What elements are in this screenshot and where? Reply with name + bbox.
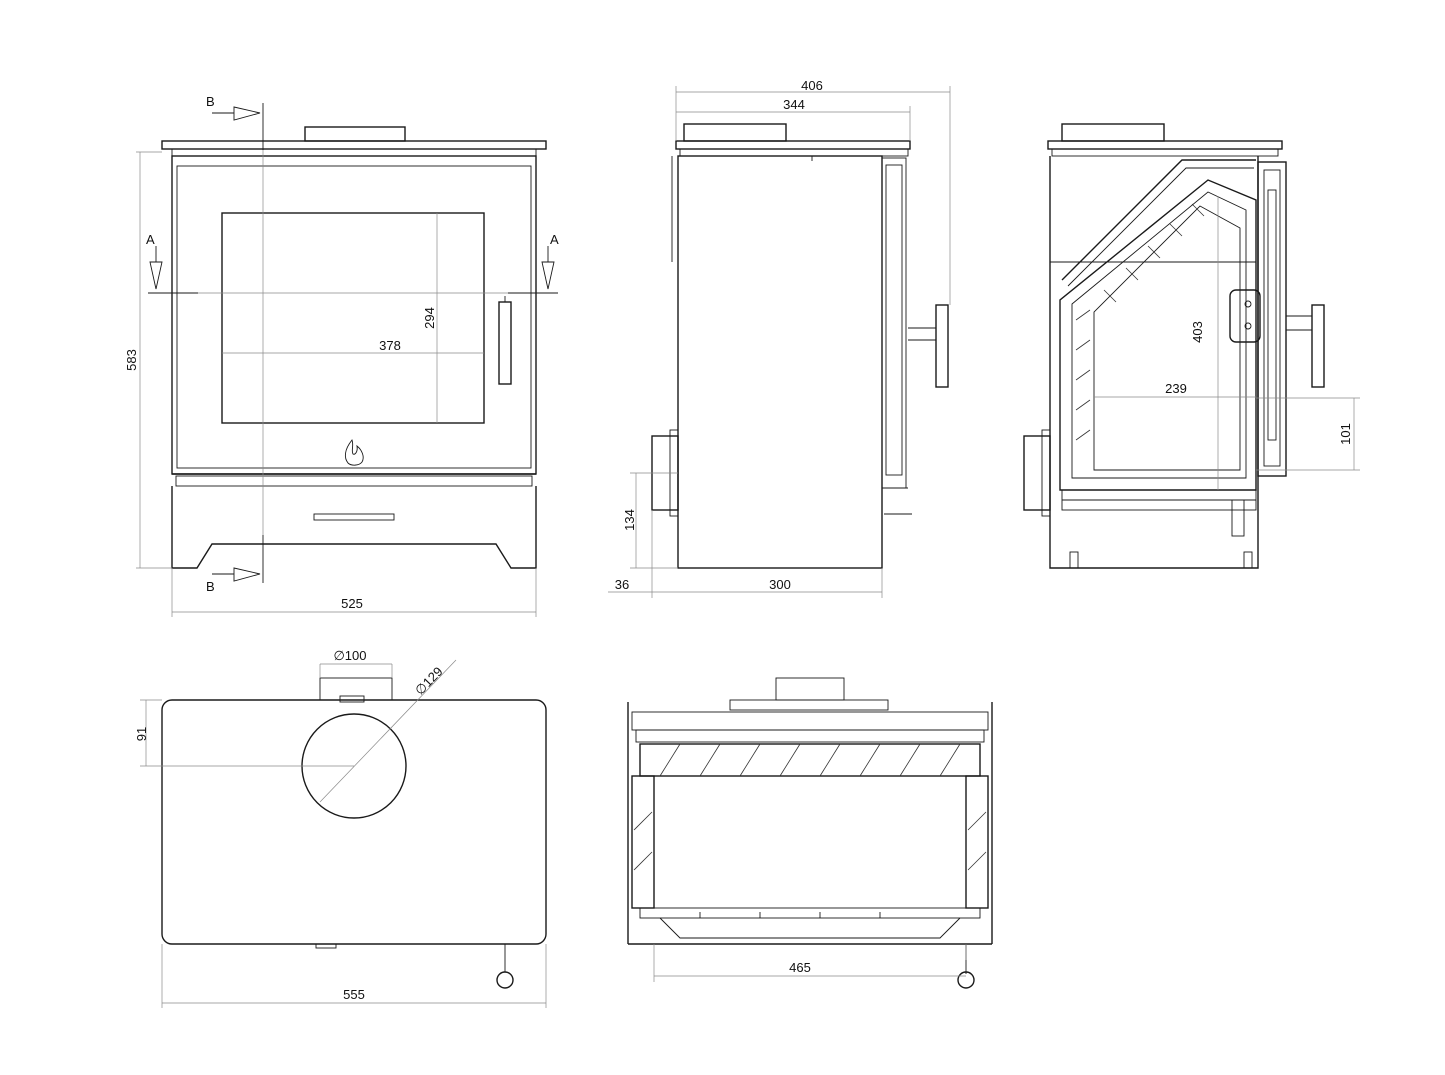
rear-section-sides: [627, 702, 993, 944]
section-rear-outlet: [1023, 435, 1051, 511]
section-a-label-left: A: [146, 232, 155, 247]
dim-firebox-depth-239: 239: [1165, 381, 1187, 396]
stove-body: [171, 155, 537, 475]
dim-door-101: 101: [1338, 423, 1353, 445]
flame-logo-icon: [344, 439, 364, 466]
door-frame: [176, 165, 532, 469]
top-view-handle-knob: [496, 971, 514, 989]
section-b-label-bottom: B: [206, 579, 215, 594]
dim-top-width-555: 555: [343, 987, 365, 1002]
ashpan-rail: [175, 475, 533, 487]
section-view: 403 239 101: [1023, 123, 1360, 569]
firebrick-hatching: [1075, 203, 1205, 441]
section-b-label-top: B: [206, 94, 215, 109]
dim-outlet-height-134: 134: [622, 509, 637, 531]
top-plate-outline: [161, 699, 547, 945]
section-handle: [1311, 304, 1325, 388]
side-handle: [935, 304, 949, 388]
top-view: ∅100 ∅129 91 555: [134, 648, 547, 1008]
firebox-outline: [1059, 179, 1257, 491]
baffle-hatching: [659, 743, 961, 777]
dim-flue-offset-91: 91: [134, 727, 149, 741]
ashpan-handle: [313, 513, 395, 521]
section-a-label-right: A: [550, 232, 559, 247]
dim-offset-36: 36: [615, 577, 629, 592]
top-flue-collar: [319, 677, 393, 701]
right-firebrick: [965, 775, 989, 909]
section-body: [1049, 156, 1259, 569]
section-a-left-arrow-icon: [149, 261, 163, 290]
dim-flue-outer-dia: ∅129: [412, 664, 446, 698]
door-latch: [1229, 289, 1261, 343]
dim-top-depth-344: 344: [783, 97, 805, 112]
door-handle: [498, 301, 512, 385]
stove-plinth: [171, 486, 537, 569]
dim-width-525: 525: [341, 596, 363, 611]
side-view: 406 344 300 36 134: [608, 78, 951, 598]
dim-depth-406: 406: [801, 78, 823, 93]
rear-handle-knob: [957, 971, 975, 989]
dim-glass-width-378: 378: [379, 338, 401, 353]
front-view: A A B B 583 525 378 294: [124, 94, 559, 617]
section-a-right-arrow-icon: [541, 261, 555, 290]
flue-collar: [304, 126, 406, 142]
dim-body-depth-300: 300: [769, 577, 791, 592]
top-lip: [171, 148, 537, 157]
section-flue-collar: [1061, 123, 1165, 142]
rear-section-view: 465: [627, 677, 993, 989]
section-b-bottom-arrow-icon: [233, 567, 261, 582]
dim-inner-width-465: 465: [789, 960, 811, 975]
rear-flue-collar: [775, 677, 845, 701]
side-flue-collar: [683, 123, 787, 142]
dim-flue-collar-dia: ∅100: [333, 648, 366, 663]
top-plate: [161, 140, 547, 150]
dim-height-583: 583: [124, 349, 139, 371]
section-door: [1257, 161, 1287, 477]
door-glass: [221, 212, 485, 424]
side-body: [677, 155, 883, 569]
dim-glass-height-294: 294: [422, 307, 437, 329]
dim-firebox-height-403: 403: [1190, 321, 1205, 343]
side-top-plate: [675, 140, 911, 150]
left-firebrick: [631, 775, 655, 909]
section-b-top-arrow-icon: [233, 106, 261, 121]
hatched-baffle: [639, 743, 981, 777]
